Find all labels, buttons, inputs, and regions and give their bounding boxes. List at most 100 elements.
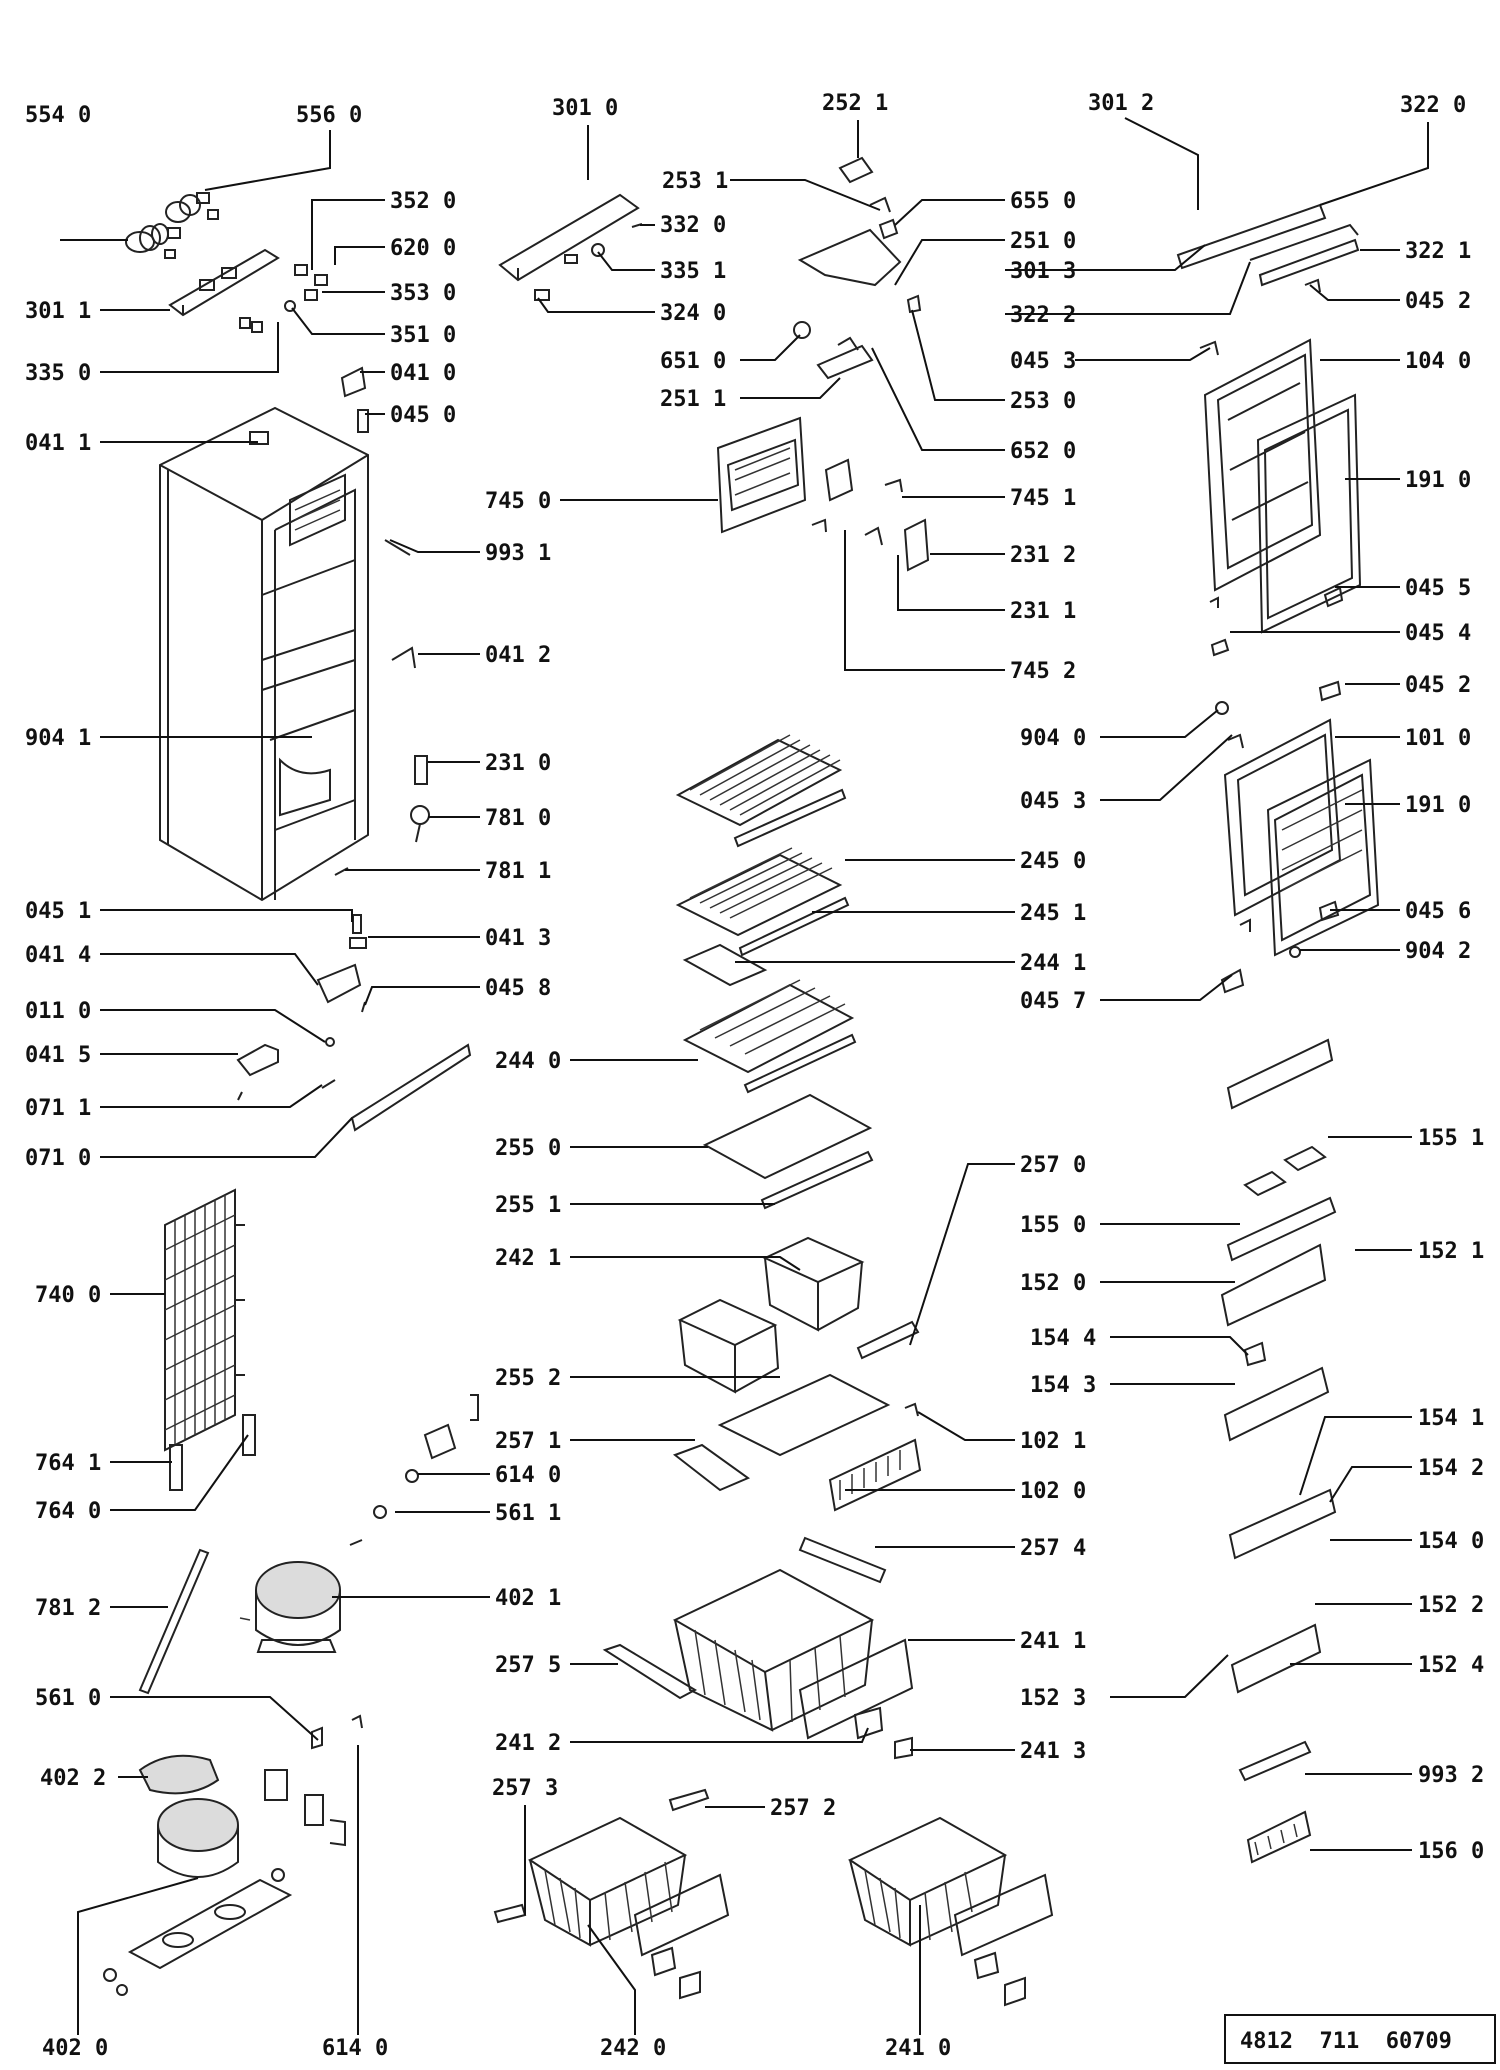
- part-label: 301 0: [552, 96, 618, 121]
- leader-line: [570, 1727, 869, 1743]
- freezer-baskets-part: [493, 1536, 1054, 2007]
- leader-line: [1299, 1416, 1412, 1496]
- part-label: 351 0: [390, 323, 456, 348]
- leader-line: [894, 199, 1005, 226]
- part-label: 155 0: [1020, 1213, 1086, 1238]
- leader-line: [110, 1696, 319, 1741]
- part-label: 155 1: [1418, 1126, 1484, 1151]
- part-label: 620 0: [390, 236, 456, 261]
- part-label: 154 4: [1030, 1326, 1096, 1351]
- part-drawings: [103, 156, 1496, 2064]
- part-label: 241 0: [885, 2036, 951, 2061]
- part-label: 781 2: [35, 1596, 101, 1621]
- leader-line: [894, 239, 1005, 286]
- part-label: 152 4: [1418, 1653, 1484, 1678]
- part-label: 993 1: [485, 541, 551, 566]
- part-label: 335 1: [660, 259, 726, 284]
- part-label: 745 1: [1010, 486, 1076, 511]
- leader-line: [291, 307, 385, 335]
- part-label: 102 0: [1020, 1479, 1086, 1504]
- leader-line: [110, 1434, 249, 1511]
- part-label: 257 2: [770, 1796, 836, 1821]
- part-label: 101 0: [1405, 726, 1471, 751]
- part-label: 045 2: [1405, 673, 1471, 698]
- evaporator-part: [716, 416, 930, 572]
- part-label: 231 2: [1010, 543, 1076, 568]
- part-label: 402 0: [42, 2036, 108, 2061]
- leader-line: [1124, 117, 1199, 210]
- part-label: 251 0: [1010, 229, 1076, 254]
- part-label: 041 5: [25, 1043, 91, 1068]
- leader-line: [740, 334, 801, 361]
- part-label: 781 0: [485, 806, 551, 831]
- leader-line: [587, 1924, 636, 2035]
- part-label: 335 0: [25, 361, 91, 386]
- part-label: 255 2: [495, 1366, 561, 1391]
- part-label: 045 1: [25, 899, 91, 924]
- leader-line: [871, 347, 1005, 451]
- leader-line: [1100, 974, 1233, 1001]
- thermostat-knob-part: [125, 223, 181, 259]
- document-number-box: [1224, 2014, 1496, 2064]
- part-label: 253 1: [662, 169, 728, 194]
- compressor-part: [239, 1561, 341, 1653]
- leader-line: [917, 1411, 1015, 1441]
- leader-line: [100, 1117, 353, 1158]
- part-label: 255 1: [495, 1193, 561, 1218]
- part-label: 402 2: [40, 1766, 106, 1791]
- part-label: 045 7: [1020, 989, 1086, 1014]
- part-label: 740 0: [35, 1283, 101, 1308]
- part-label: 255 0: [495, 1136, 561, 1161]
- part-label: 045 8: [485, 976, 551, 1001]
- cabinet-small-parts: [236, 366, 472, 1132]
- part-label: 045 4: [1405, 621, 1471, 646]
- leader-line: [364, 986, 480, 1006]
- part-label: 245 0: [1020, 849, 1086, 874]
- crisper-cover-part: [672, 1320, 922, 1512]
- part-label: 614 0: [322, 2036, 388, 2061]
- part-label: 781 1: [485, 859, 551, 884]
- leader-line: [597, 251, 655, 271]
- part-label: 244 1: [1020, 951, 1086, 976]
- leader-lines: [60, 117, 1429, 2035]
- wire-shelf-upper-part: [675, 734, 847, 848]
- part-label: 041 4: [25, 943, 91, 968]
- part-label: 614 0: [495, 1463, 561, 1488]
- part-label: 352 0: [390, 189, 456, 214]
- part-label: 104 0: [1405, 349, 1471, 374]
- part-label: 045 6: [1405, 899, 1471, 924]
- part-label: 154 2: [1418, 1456, 1484, 1481]
- leader-line: [1329, 1466, 1412, 1503]
- leader-line: [740, 377, 841, 399]
- leader-line: [911, 309, 1005, 401]
- part-label: 102 1: [1020, 1429, 1086, 1454]
- part-label: 745 2: [1010, 659, 1076, 684]
- part-label: 322 2: [1010, 303, 1076, 328]
- glass-shelf-part: [702, 1093, 874, 1210]
- part-label: 561 0: [35, 1686, 101, 1711]
- part-label: 251 1: [660, 387, 726, 412]
- lower-door-part: [1215, 701, 1380, 994]
- wire-shelf-middle-part: [675, 847, 850, 957]
- part-label: 244 0: [495, 1049, 561, 1074]
- thermostat-small-parts: [239, 264, 328, 333]
- part-label: 904 0: [1020, 726, 1086, 751]
- freezer-shelf-parts: [682, 943, 857, 1094]
- part-label: 655 0: [1010, 189, 1076, 214]
- light-bulb-part: [165, 192, 219, 223]
- document-number: 4812 711 60709: [1240, 2029, 1452, 2054]
- part-label: 904 2: [1405, 939, 1471, 964]
- part-label: 301 3: [1010, 259, 1076, 284]
- part-label: 253 0: [1010, 389, 1076, 414]
- thermostat-housing-part: [168, 248, 280, 317]
- leader-line: [570, 1256, 801, 1271]
- condenser-coil-part: [164, 1188, 245, 1452]
- part-label: 041 3: [485, 926, 551, 951]
- dryer-filter-parts: [138, 1414, 256, 1695]
- part-label: 561 1: [495, 1501, 561, 1526]
- leader-line: [204, 130, 331, 191]
- leader-line: [334, 246, 385, 265]
- leader-line: [1005, 261, 1251, 315]
- leader-line: [537, 297, 655, 313]
- part-label: 257 0: [1020, 1153, 1086, 1178]
